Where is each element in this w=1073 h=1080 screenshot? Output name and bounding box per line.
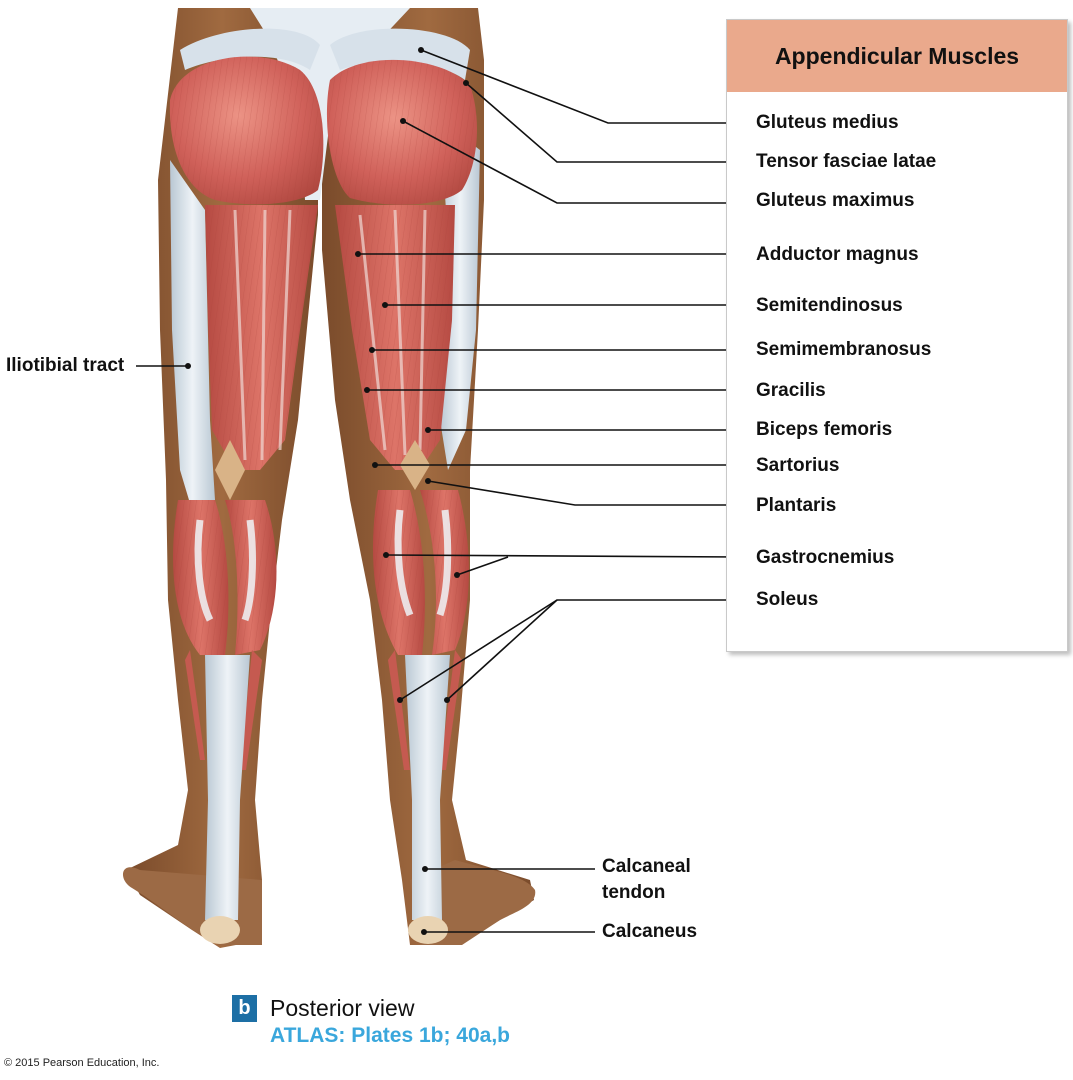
- leader-plantaris: [427, 480, 742, 506]
- label-adductor-magnus: Adductor magnus: [756, 244, 919, 265]
- gluteus-maximus-shape: [169, 56, 477, 205]
- caption-title: Posterior view: [270, 995, 415, 1021]
- label-gastrocnemius: Gastrocnemius: [756, 547, 895, 568]
- leader-tensor-fasciae-latae: [465, 82, 742, 163]
- label-sartorius: Sartorius: [756, 455, 840, 476]
- label-biceps-femoris: Biceps femoris: [756, 419, 893, 440]
- copyright-notice: © 2015 Pearson Education, Inc.: [4, 1057, 160, 1069]
- label-gluteus-maximus: Gluteus maximus: [756, 190, 915, 211]
- leader-gluteus-maximus: [402, 120, 742, 204]
- label-gluteus-medius: Gluteus medius: [756, 112, 899, 133]
- caption-badge: b: [232, 995, 257, 1022]
- leader-gastrocnemius-b: [456, 556, 509, 576]
- calcaneal-tendons: [200, 655, 450, 944]
- leader-lines: [136, 49, 743, 933]
- label-iliotibial-tract: Iliotibial tract: [6, 355, 125, 376]
- leader-gastrocnemius-a: [385, 554, 743, 558]
- label-calcaneus: Calcaneus: [602, 921, 698, 942]
- label-tensor-fasciae-latae: Tensor fasciae latae: [756, 151, 937, 172]
- label-semitendinosus: Semitendinosus: [756, 295, 903, 316]
- calf-muscles: [173, 490, 469, 770]
- thigh-muscles: [205, 205, 455, 500]
- caption-atlas-reference: ATLAS: Plates 1b; 40a,b: [270, 1024, 511, 1047]
- legend-title: Appendicular Muscles: [727, 20, 1067, 92]
- leader-soleus-b: [446, 599, 558, 701]
- label-gracilis: Gracilis: [756, 380, 826, 401]
- leader-gluteus-medius: [420, 49, 742, 124]
- label-plantaris: Plantaris: [756, 495, 837, 516]
- label-soleus: Soleus: [756, 589, 819, 610]
- leader-dots: [185, 47, 469, 935]
- label-calcaneal-tendon-line2: tendon: [602, 882, 666, 903]
- label-calcaneal-tendon-line1: Calcaneal: [602, 856, 691, 877]
- label-semimembranosus: Semimembranosus: [756, 339, 932, 360]
- legend-panel: Appendicular Muscles: [726, 19, 1068, 652]
